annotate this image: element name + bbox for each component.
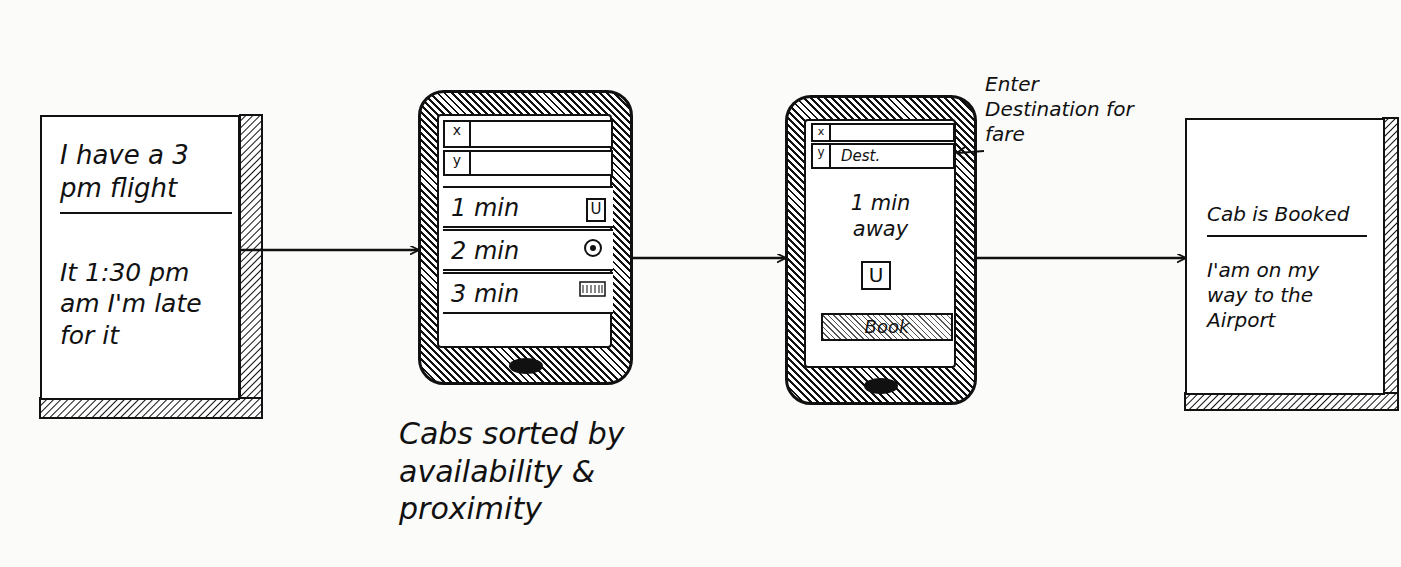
eta-text: 1 min [451,193,561,223]
cab-row: 1 min U [443,186,613,228]
icon-letter: U [588,200,604,219]
card-bottom-hatch [40,398,262,418]
card-side-hatch [1383,118,1398,410]
input-field: x [443,120,613,148]
cab-icon: U [861,261,891,290]
field-label: y [445,152,471,174]
destination-field: y Dest. [811,143,955,169]
field-label: x [445,122,471,146]
field-placeholder: Dest. [841,147,941,166]
cab-row: 2 min [443,229,613,271]
cab-icon: U [586,198,606,222]
caption-text: Cabs sorted by availability & proximity [399,415,644,528]
flow-arrow [240,249,418,252]
phone-screen: Cabs sorted by availability & proximityx… [418,90,633,385]
story-card: Cab is BookedI'am on my way to the Airpo… [1185,118,1385,395]
story-heading: I have a 3 pm flight [60,139,232,214]
story-text: I'am on my way to the Airport [1207,258,1357,333]
eta-text: 1 min away [833,190,928,243]
button-label: Book [823,316,951,339]
cab-logo-circle [585,240,601,256]
input-field: y [443,150,613,176]
icon-letter: U [863,263,889,288]
cab-logo-box [580,282,605,296]
story-heading: Cab is Booked [1207,202,1367,237]
card-side-hatch [240,115,262,418]
card-bottom-hatch [1185,393,1398,410]
cab-logo-dot [590,245,596,251]
eta-text: 2 min [451,236,561,266]
leader-arrowhead [957,147,965,159]
cab-row: 3 min [443,272,613,314]
cab-logo-marks [583,285,602,293]
story-card: I have a 3 pm flight It 1:30 pm am I'm la… [40,115,240,400]
field-label: y [813,145,831,167]
book-button: Book [821,313,953,341]
flow-arrow [977,257,1185,260]
flow-arrow [633,257,785,260]
field-label: x [813,125,831,140]
input-field: x [811,123,955,142]
eta-text: 3 min [451,279,561,309]
annotation-text: Enter Destination for fare [985,72,1135,147]
phone-screen: 1 min away xy Dest. U Book [785,95,977,405]
leader-line [958,151,984,153]
story-text: It 1:30 pm am I'm late for it [60,257,232,351]
